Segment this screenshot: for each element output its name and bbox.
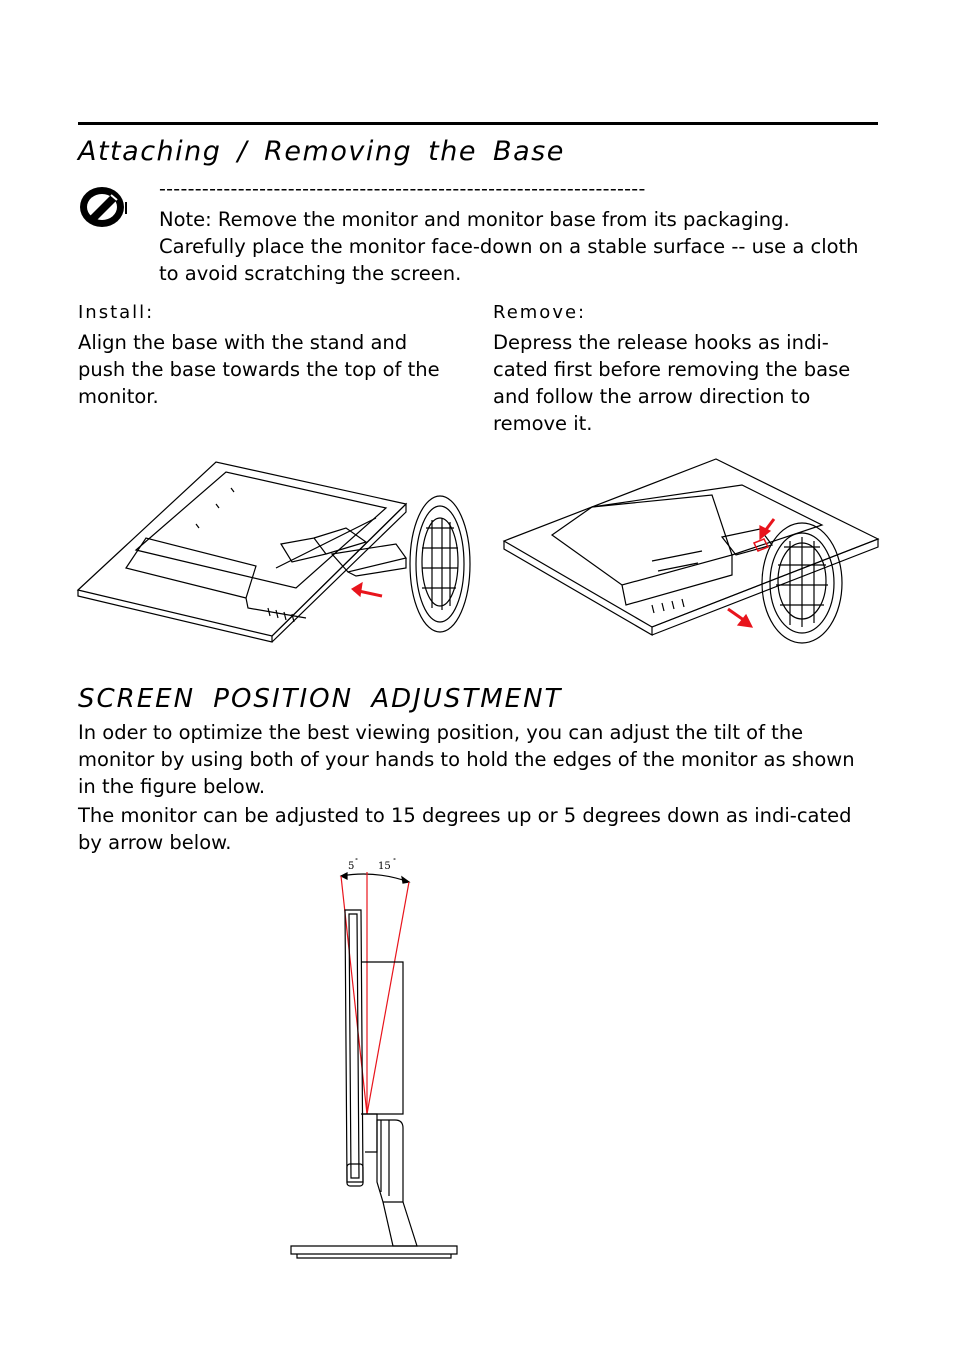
tilt-intro-text: In oder to optimize the best viewing pos… [78,721,855,798]
tilt-down-label: 5 [348,861,354,872]
note-text: Note: Remove the monitor and monitor bas… [159,208,859,285]
header-rule [78,122,878,125]
install-text: Align the base with the stand and push t… [78,331,440,408]
section-title-attaching: Attaching / Removing the Base [78,136,565,167]
install-heading: Install: [78,302,155,323]
note-pen-icon [80,187,127,227]
tilt-up-degree: ° [393,858,396,865]
install-base-illustration [76,461,471,643]
section-title-screen-position: SCREEN POSITION ADJUSTMENT [78,684,563,714]
remove-heading: Remove: [493,302,587,323]
tilt-down-degree: ° [355,858,358,865]
tilt-angle-diagram: 5 ° 15 ° [290,858,458,1259]
remove-text: Depress the release hooks as indi-cated … [493,331,851,435]
remove-base-illustration [502,458,880,644]
tilt-up-label: 15 [378,861,391,872]
tilt-range-text: The monitor can be adjusted to 15 degree… [78,804,852,854]
note-divider: ----------------------------------------… [159,178,646,200]
